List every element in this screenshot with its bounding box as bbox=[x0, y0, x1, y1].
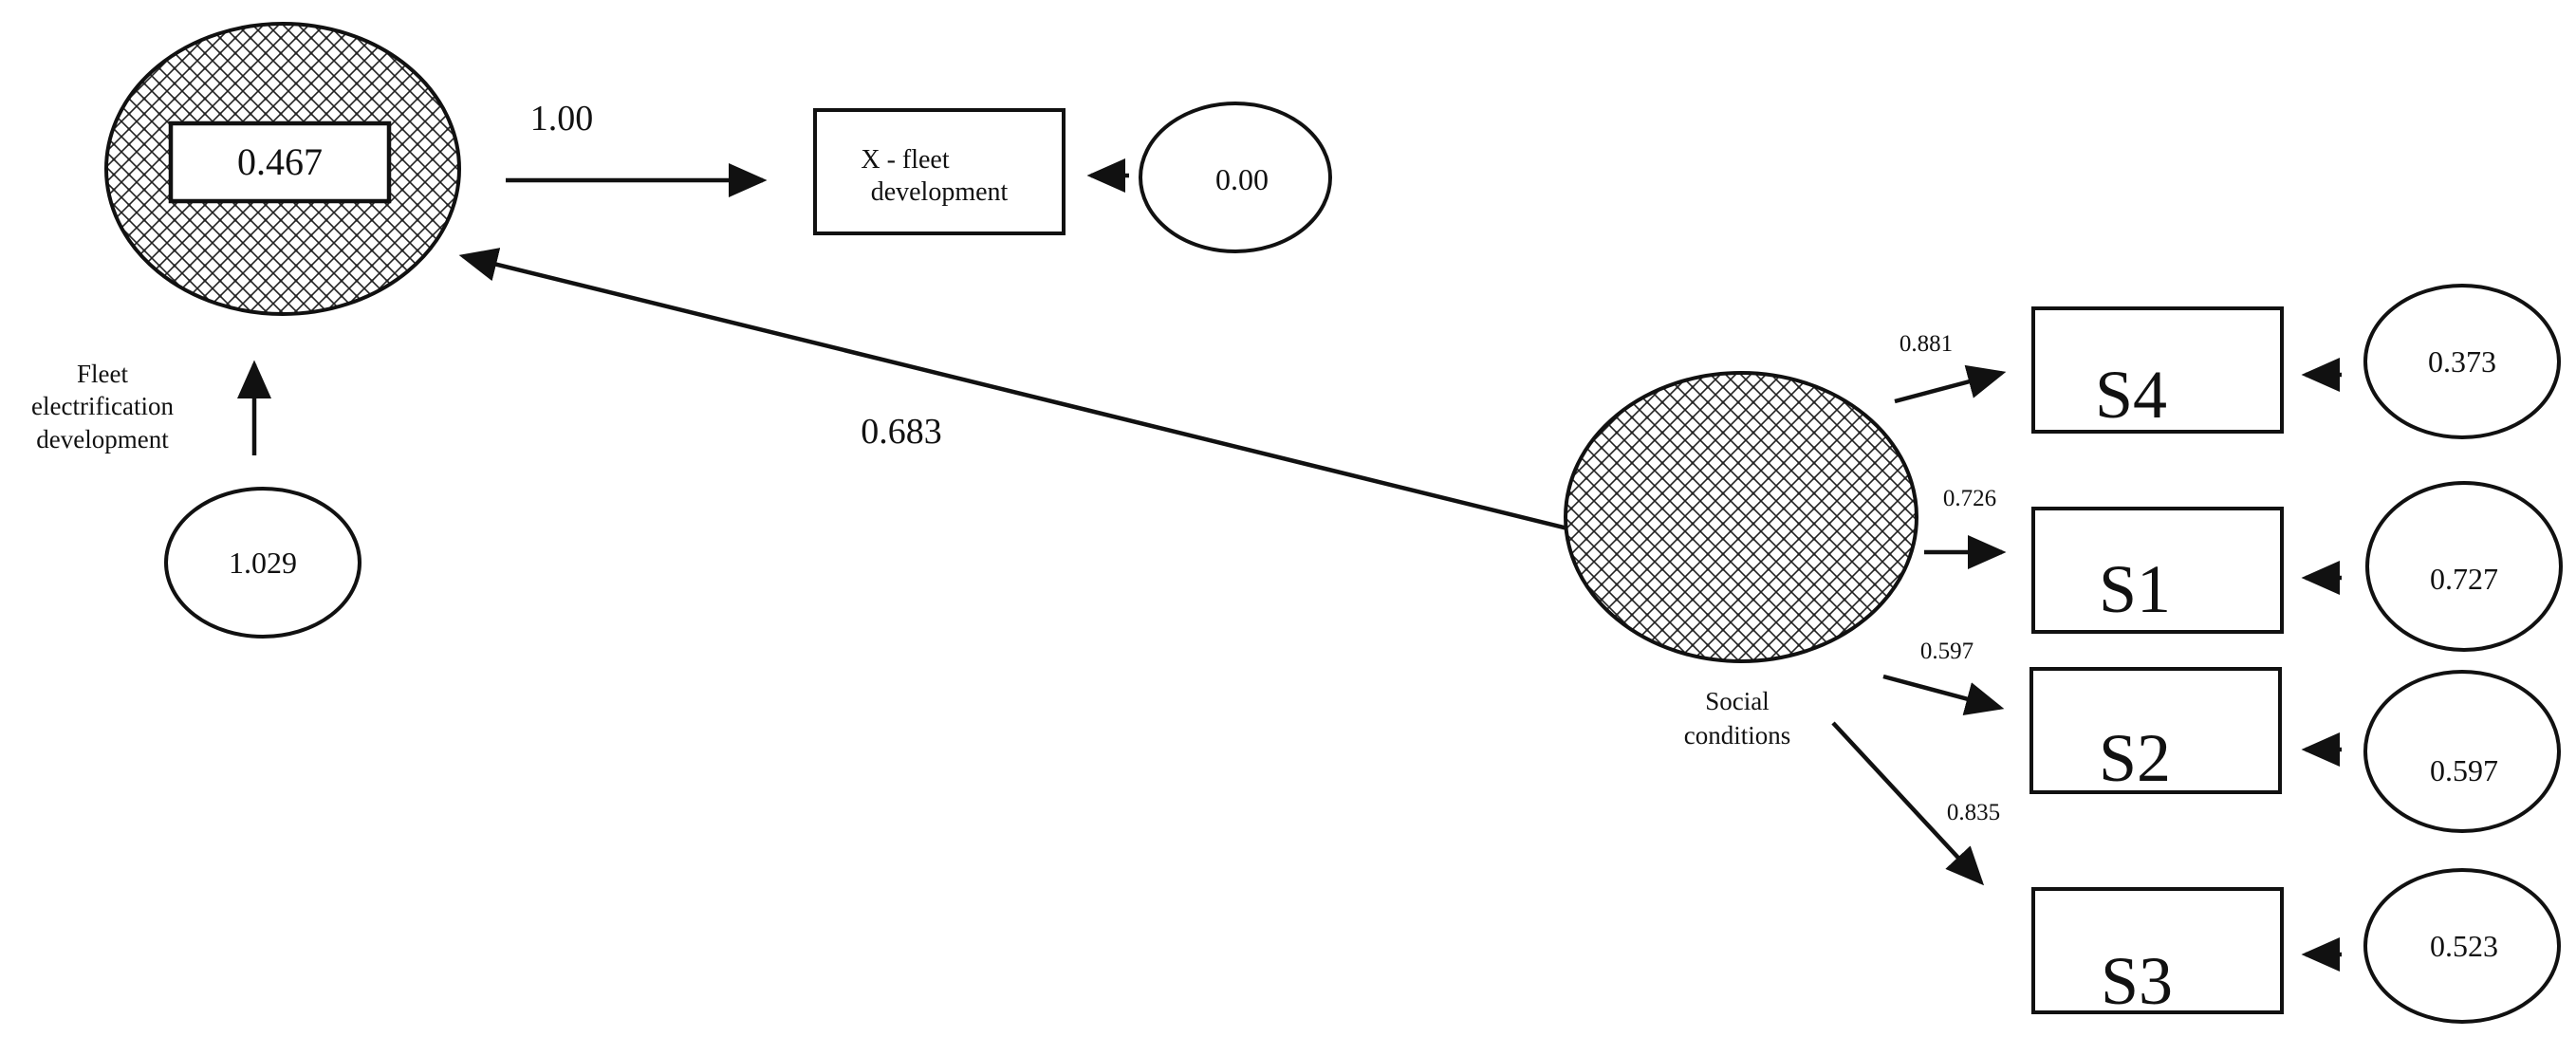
loading-s2-label: 0.597 bbox=[1920, 639, 1974, 664]
observed-x-fleet-development bbox=[813, 108, 1066, 235]
observed-x-line2: development bbox=[871, 177, 1009, 207]
arrow-social-to-s3 bbox=[1831, 721, 1985, 886]
indicator-s2-label: S2 bbox=[2099, 720, 2171, 796]
x-error-value: 0.00 bbox=[1215, 162, 1269, 196]
latent-social-conditions bbox=[1564, 371, 1918, 663]
path-fleet-to-x-label: 1.00 bbox=[530, 99, 594, 139]
fleet-caption-line1: Fleet bbox=[77, 360, 128, 388]
path-social-to-fleet-label: 0.683 bbox=[861, 412, 942, 452]
arrow-social-to-s4 bbox=[1894, 364, 2007, 404]
indicator-s3 bbox=[2031, 887, 2284, 1014]
fleet-caption: Fleet electrification development bbox=[31, 360, 174, 454]
indicator-s1 bbox=[2031, 507, 2284, 634]
fleet-error-term bbox=[164, 487, 361, 639]
s2-error-term bbox=[2363, 670, 2561, 833]
indicator-s4-label: S4 bbox=[2095, 357, 2167, 433]
social-caption: Social conditions bbox=[1684, 687, 1791, 750]
indicator-s4 bbox=[2031, 306, 2284, 434]
fleet-caption-line2: electrification bbox=[31, 392, 174, 420]
indicator-s2 bbox=[2029, 667, 2282, 794]
fleet-error-value: 1.029 bbox=[229, 546, 297, 580]
x-error-term bbox=[1139, 102, 1332, 253]
arrow-social-to-fleet bbox=[458, 248, 1568, 531]
observed-x-line1: X - fleet bbox=[861, 145, 950, 175]
fleet-value-box bbox=[168, 120, 392, 204]
s4-error-term bbox=[2363, 284, 2561, 439]
s2-error-value: 0.597 bbox=[2430, 753, 2498, 787]
social-caption-line1: Social bbox=[1705, 687, 1770, 715]
arrow-social-to-s2 bbox=[1882, 674, 2005, 716]
s3-error-term bbox=[2363, 868, 2561, 1024]
s4-error-value: 0.373 bbox=[2428, 344, 2496, 379]
indicator-s1-label: S1 bbox=[2099, 551, 2171, 627]
fleet-r2-value: 0.467 bbox=[237, 140, 323, 183]
indicator-s3-label: S3 bbox=[2101, 943, 2173, 1019]
s1-error-term bbox=[2365, 481, 2563, 652]
social-caption-line2: conditions bbox=[1684, 721, 1791, 750]
s1-error-value: 0.727 bbox=[2430, 562, 2498, 596]
s3-error-value: 0.523 bbox=[2430, 929, 2498, 963]
loading-s3-label: 0.835 bbox=[1947, 800, 2000, 825]
loading-s1-label: 0.726 bbox=[1943, 486, 1996, 511]
fleet-caption-line3: development bbox=[36, 425, 169, 454]
loading-s4-label: 0.881 bbox=[1900, 331, 1953, 357]
